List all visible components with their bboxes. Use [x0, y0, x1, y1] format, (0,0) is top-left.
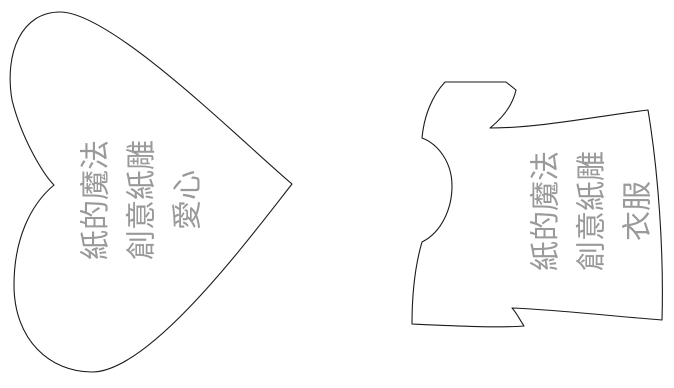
shirt-template: 紙的魔法 創意紙雕 衣服	[411, 81, 663, 328]
heart-template: 紙的魔法 創意紙雕 愛心	[9, 11, 293, 373]
shirt-text-line-2: 創意紙雕	[575, 151, 610, 271]
heart-text-line-2: 創意紙雕	[125, 140, 160, 260]
shirt-text-line-3: 衣服	[621, 181, 656, 241]
heart-text-line-1: 紙的魔法	[79, 140, 114, 260]
heart-text: 紙的魔法 創意紙雕 愛心	[79, 140, 206, 260]
heart-outline	[9, 11, 293, 373]
shirt-text: 紙的魔法 創意紙雕 衣服	[529, 151, 656, 271]
shirt-outline	[411, 81, 663, 328]
shirt-text-line-1: 紙的魔法	[529, 151, 564, 271]
heart-text-line-3: 愛心	[171, 170, 206, 230]
